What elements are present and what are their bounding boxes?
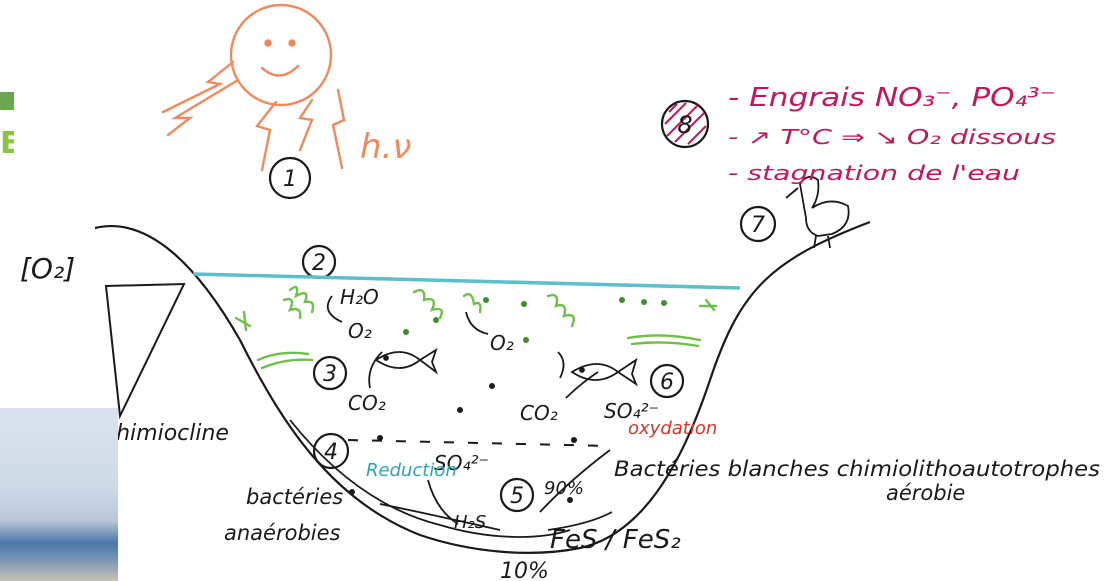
- num-1: 1: [283, 167, 297, 192]
- lake-basin-inner: [289, 419, 571, 538]
- co2-label-b: CO₂: [520, 401, 558, 425]
- circle-4: [312, 432, 350, 470]
- circle-8: [660, 99, 710, 149]
- circle-7: [739, 205, 777, 243]
- bacteries-anaerobies-label-2: anaérobies: [224, 521, 341, 545]
- num-3: 3: [323, 362, 337, 387]
- num-5: 5: [510, 484, 524, 509]
- circle-6: [649, 363, 685, 399]
- lake-photo-thumbnail: [0, 408, 118, 581]
- temperature-label: - ↗ T°C ⇒ ↘ O₂ dissous: [728, 125, 1056, 149]
- o2-label-a: O₂: [348, 319, 372, 343]
- circle-8-hatch: [664, 102, 707, 145]
- circle-3: [312, 355, 348, 391]
- lake-basin-outer: [94, 220, 871, 554]
- bacteries-anaerobies-label-1: bactéries: [246, 485, 343, 509]
- co2-label-a: CO₂: [348, 391, 386, 415]
- green-letter-fragment: E: [0, 126, 14, 161]
- fish-icon: [374, 347, 638, 387]
- circle-1: [268, 156, 312, 200]
- o2-axis-label: [O₂]: [20, 252, 75, 285]
- hv-label: h.ν: [360, 127, 411, 167]
- h2s-label: H₂S: [454, 512, 486, 533]
- stagnation-label: - stagnation de l'eau: [728, 161, 1020, 185]
- chimiocline-label: chimiocline: [104, 421, 229, 446]
- reduction-label: Reduction: [366, 460, 457, 481]
- oxydation-label: oxydation: [628, 418, 717, 439]
- green-bar: [0, 92, 14, 110]
- num-6: 6: [660, 370, 674, 395]
- o2-profile-triangle: [104, 282, 186, 420]
- pct90-label: 90%: [544, 478, 584, 499]
- chimiocline-line: [347, 439, 611, 447]
- circle-5: [499, 477, 535, 513]
- engrais-label: - Engrais NO₃⁻, PO₄³⁻: [728, 83, 1056, 113]
- bird-icon: [785, 175, 850, 249]
- sun-icon: [161, 3, 346, 172]
- aerobie-label: aérobie: [886, 481, 965, 505]
- arrows: [326, 295, 613, 531]
- so4-bottom-label: SO₄²⁻: [434, 451, 489, 475]
- num-7: 7: [751, 213, 765, 238]
- num-4: 4: [324, 440, 338, 465]
- particles: [349, 383, 577, 503]
- water-surface: [192, 272, 741, 290]
- fes-label: FeS / FeS₂: [550, 525, 681, 555]
- algae-dots: [403, 297, 667, 343]
- bacteries-blanches-label: Bactéries blanches chimiolithoautotrophe…: [614, 457, 1100, 481]
- so4-top-label: SO₄²⁻: [604, 399, 659, 423]
- o2-label-b: O₂: [490, 331, 514, 355]
- algae-group: [234, 285, 718, 370]
- num-8: 8: [677, 111, 692, 139]
- num-2: 2: [312, 251, 326, 276]
- h2o-label: H₂O: [340, 285, 379, 309]
- pct10-label: 10%: [500, 559, 549, 581]
